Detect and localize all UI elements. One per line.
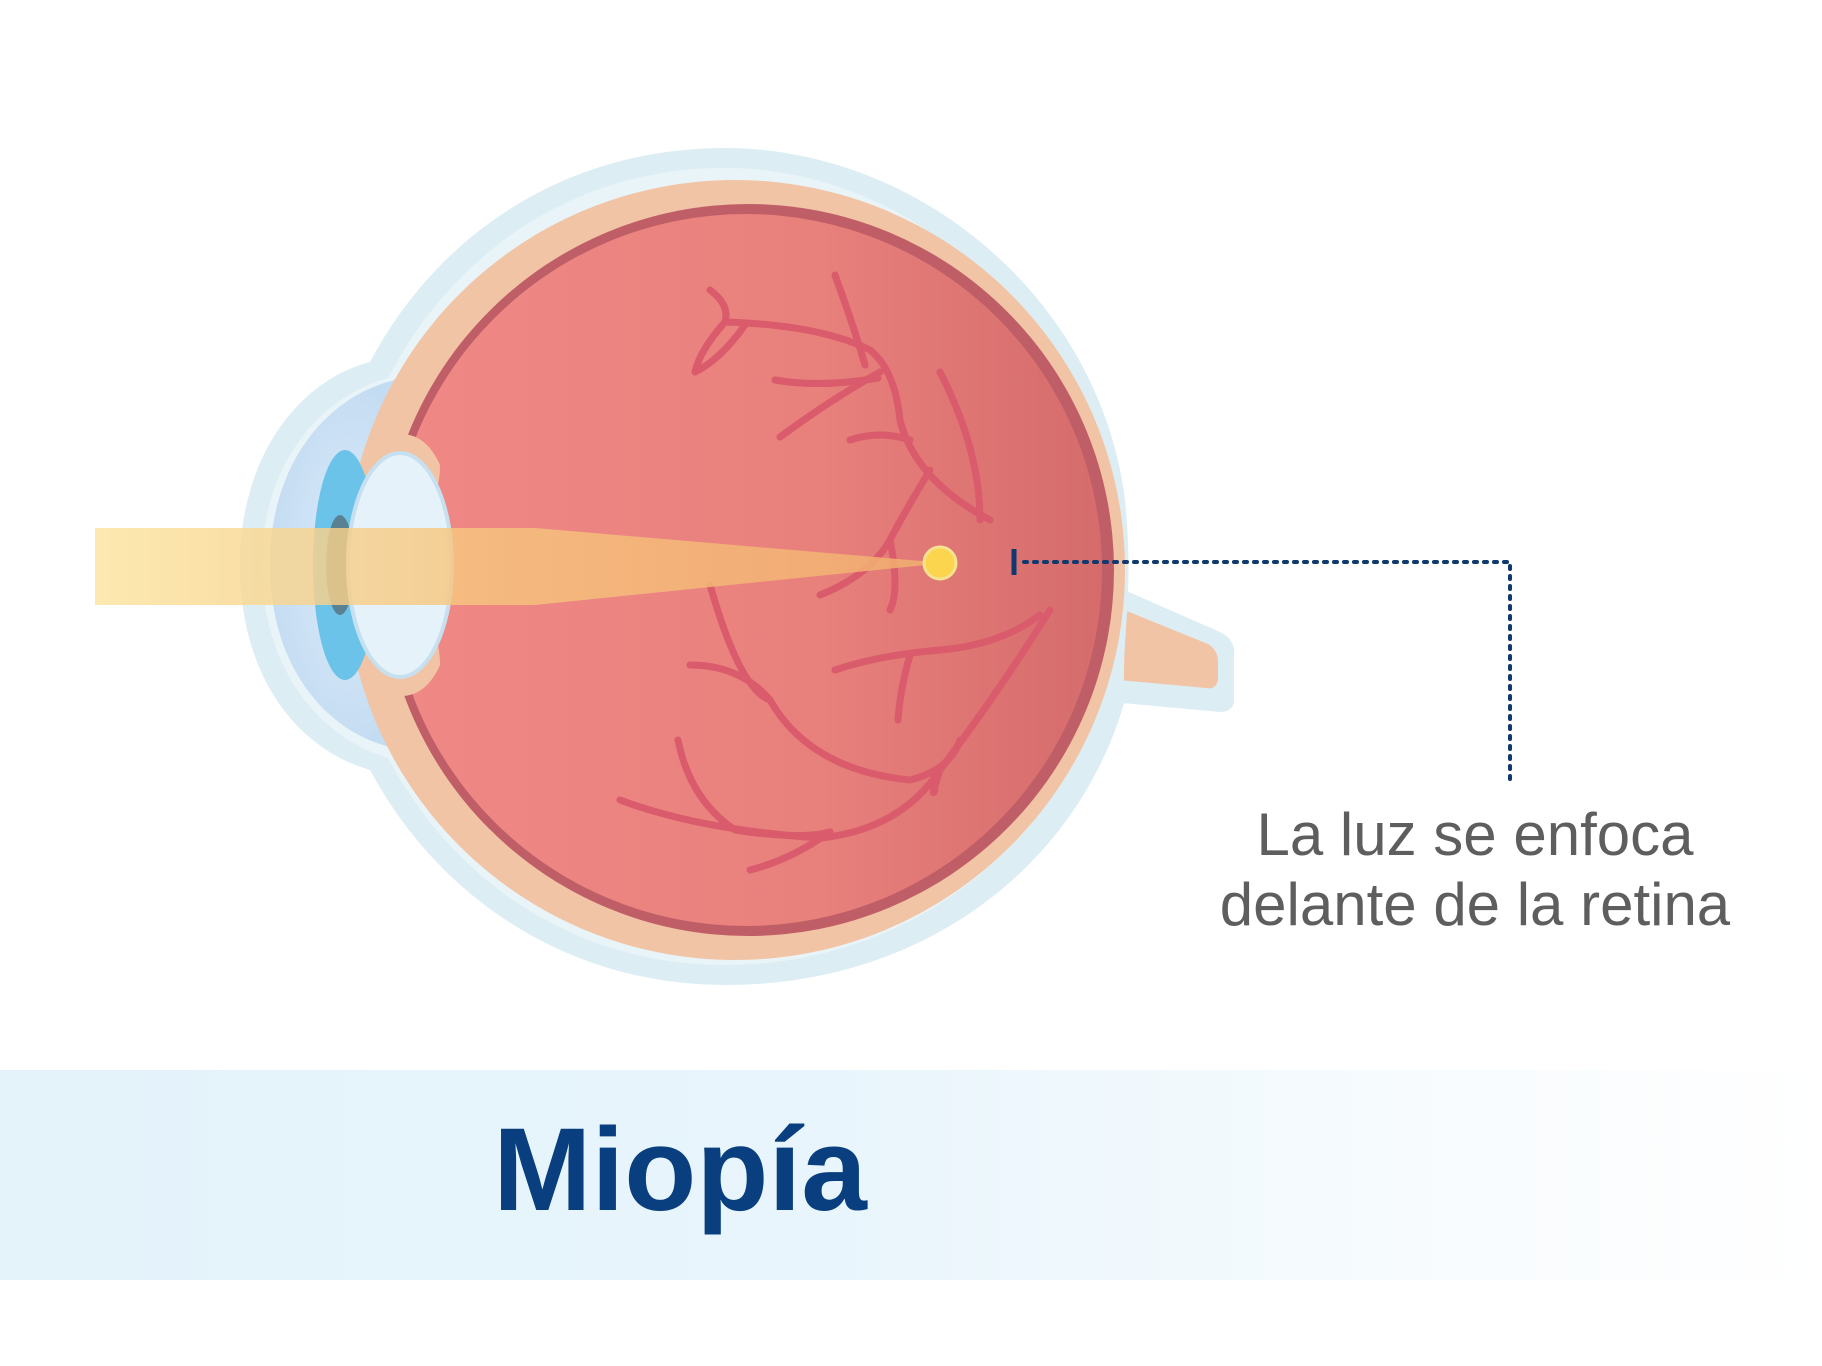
blood-vessels bbox=[616, 271, 1054, 874]
callout-text: La luz se enfoca delante de la retina bbox=[1175, 800, 1775, 940]
callout-line bbox=[1022, 560, 1512, 787]
callout-line-2: delante de la retina bbox=[1219, 871, 1731, 938]
title-band bbox=[0, 1070, 1822, 1280]
light-beam bbox=[95, 528, 945, 605]
focal-point bbox=[922, 545, 958, 581]
diagram-title: Miopía bbox=[493, 1104, 867, 1236]
callout-line-1: La luz se enfoca bbox=[1256, 801, 1694, 868]
